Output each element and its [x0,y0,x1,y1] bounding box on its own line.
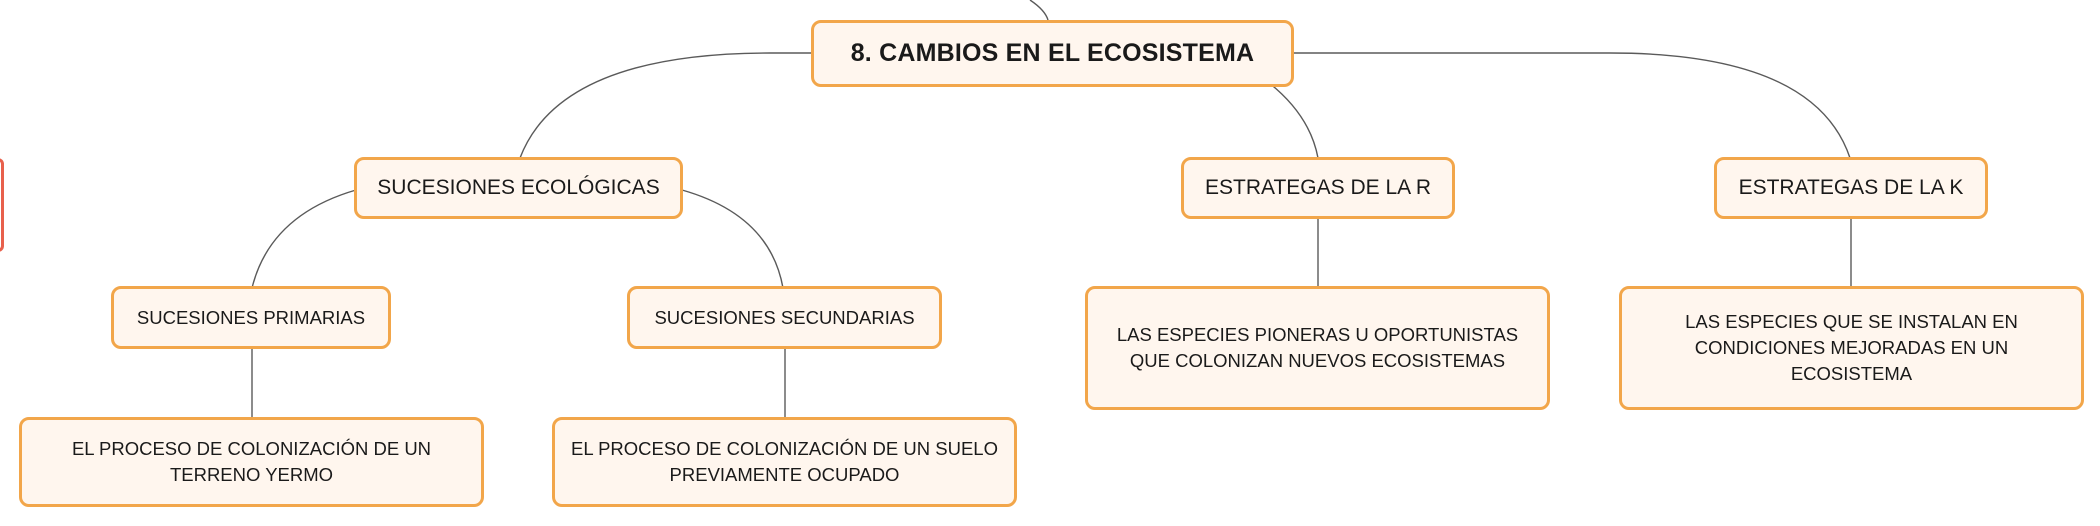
sucesiones-primarias-definition: EL PROCESO DE COLONIZACIÓN DE UN TERRENO… [71,438,432,485]
sucesiones-ecologicas-node[interactable]: SUCESIONES ECOLÓGICAS [354,157,683,219]
sucesiones-ecologicas-label: SUCESIONES ECOLÓGICAS [377,176,660,200]
estrategas-k-definition-node[interactable]: LAS ESPECIES QUE SE INSTALAN EN CONDICIO… [1619,286,2084,410]
sucesiones-primarias-definition-node[interactable]: EL PROCESO DE COLONIZACIÓN DE UN TERRENO… [19,417,484,507]
sucesiones-secundarias-label: SUCESIONES SECUNDARIAS [654,306,915,328]
estrategas-r-node[interactable]: ESTRATEGAS DE LA R [1181,157,1455,219]
sucesiones-secundarias-definition-node[interactable]: EL PROCESO DE COLONIZACIÓN DE UN SUELO P… [552,417,1017,507]
connector-root-to-estrategas-k [1294,52,1851,159]
connector-root-to-estrategas-r [1267,81,1319,159]
connector-sucesiones-to-secundarias [681,189,784,289]
connector-sucesiones-to-primarias [251,189,357,289]
connector-parent-to-root [1029,0,1049,21]
root-node[interactable]: 8. CAMBIOS EN EL ECOSISTEMA [811,20,1294,87]
estrategas-k-node[interactable]: ESTRATEGAS DE LA K [1714,157,1988,219]
connector-root-to-sucesiones [519,52,812,159]
sucesiones-primarias-label: SUCESIONES PRIMARIAS [136,306,366,328]
offscreen-node-edge [0,158,4,252]
estrategas-r-definition: LAS ESPECIES PIONERAS U OPORTUNISTAS QUE… [1116,324,1519,371]
sucesiones-secundarias-node[interactable]: SUCESIONES SECUNDARIAS [627,286,942,349]
estrategas-k-definition: LAS ESPECIES QUE SE INSTALAN EN CONDICIO… [1685,311,2018,384]
root-node-label: 8. CAMBIOS EN EL ECOSISTEMA [850,39,1255,67]
sucesiones-primarias-node[interactable]: SUCESIONES PRIMARIAS [111,286,391,349]
sucesiones-secundarias-definition: EL PROCESO DE COLONIZACIÓN DE UN SUELO P… [571,438,998,485]
estrategas-r-label: ESTRATEGAS DE LA R [1204,176,1431,200]
estrategas-r-definition-node[interactable]: LAS ESPECIES PIONERAS U OPORTUNISTAS QUE… [1085,286,1550,410]
estrategas-k-label: ESTRATEGAS DE LA K [1738,176,1964,200]
